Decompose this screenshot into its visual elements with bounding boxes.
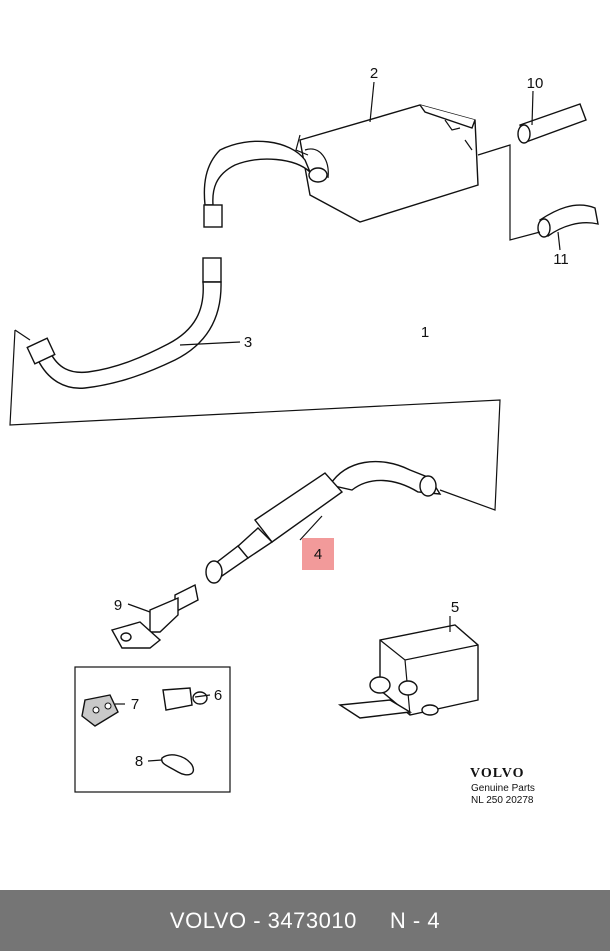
- intermediate-pipe[interactable]: [26, 257, 222, 389]
- front-pipe-with-catalyst[interactable]: [205, 460, 442, 584]
- callout-5[interactable]: 5: [451, 599, 459, 616]
- gasket-8[interactable]: [161, 754, 195, 776]
- hose-bracket-line: [477, 144, 541, 241]
- callout-7[interactable]: 7: [131, 696, 139, 713]
- footer-position-label: N - 4: [389, 907, 441, 933]
- callout-4-highlight: [302, 538, 334, 570]
- hose-11[interactable]: [537, 204, 599, 238]
- exhaust-system-diagram: 2 10 11 3 1 4 5 9 6 7 8: [9, 65, 599, 793]
- callout-3[interactable]: 3: [244, 334, 252, 351]
- part-info-footer: VOLVO - 3473010 N - 4: [0, 890, 610, 951]
- footer-part-number: 3473010: [267, 907, 357, 933]
- leader-lines: [115, 81, 561, 762]
- callout-9[interactable]: 9: [114, 597, 122, 614]
- rubber-mount-7[interactable]: [81, 694, 119, 727]
- callout-1[interactable]: 1: [421, 324, 429, 341]
- volvo-logo-text: VOLVO: [470, 766, 525, 781]
- callout-2[interactable]: 2: [370, 65, 378, 82]
- footer-separator: -: [246, 907, 268, 933]
- mounting-kit-box[interactable]: [337, 624, 479, 719]
- callout-6[interactable]: 6: [214, 687, 222, 704]
- front-flange-pipe[interactable]: [110, 583, 199, 649]
- callout-10[interactable]: 10: [527, 75, 544, 92]
- inset-box: [74, 666, 231, 793]
- drawing-reference: NL 250 20278: [471, 795, 534, 806]
- hose-10[interactable]: [517, 103, 587, 144]
- genuine-parts-label: Genuine Parts: [471, 783, 535, 794]
- footer-brand: VOLVO: [169, 907, 247, 933]
- clamp-6[interactable]: [162, 687, 208, 711]
- rear-muffler[interactable]: [203, 104, 479, 228]
- callout-11[interactable]: 11: [553, 251, 569, 268]
- callout-4[interactable]: 4: [314, 546, 322, 563]
- assembly-boundary: [9, 329, 501, 511]
- callout-8[interactable]: 8: [135, 753, 143, 770]
